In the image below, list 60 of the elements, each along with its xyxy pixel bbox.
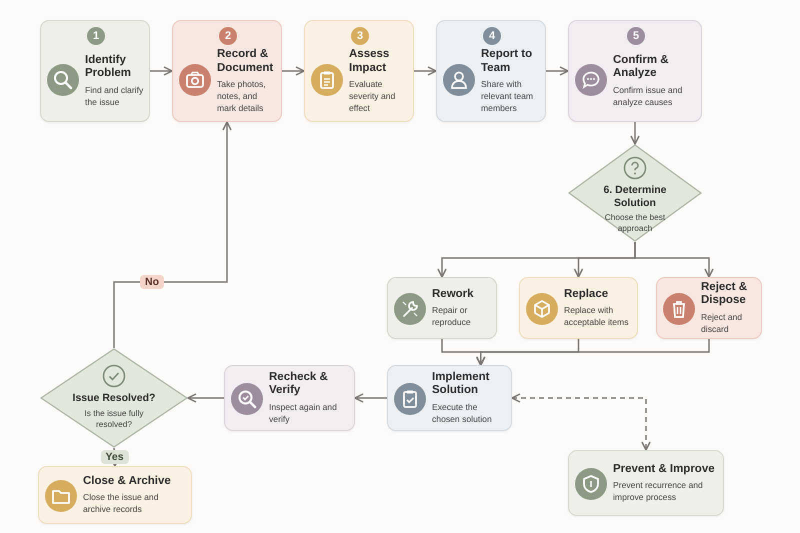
step-title: Record & Document [217,48,274,76]
arrow [113,121,232,348]
step-title: Replace [564,288,610,302]
step-description: Choose the best approach [604,212,666,235]
step-title: Assess Impact [349,48,390,76]
step-description: Take photos, notes, and mark details [217,79,267,114]
decision-diamond [568,144,702,242]
process-box [304,20,414,122]
step-description: Is the issue fully resolved? [83,408,144,430]
process-box [436,20,546,122]
process-box [656,277,762,339]
step-title: Issue Resolved? [72,392,156,405]
arrow [630,122,640,145]
step-title: Reject & Dispose [701,280,748,308]
process-box [568,450,724,516]
edge-label: Yes [100,450,129,464]
step-description: Reject and discard [701,312,744,336]
step-number: 5 [627,27,645,45]
arrow [546,66,569,76]
process-box [172,20,282,122]
arrow [414,66,437,76]
step-title: Recheck & Verify [269,370,329,398]
process-box [519,277,638,339]
step-description: Find and clarify the issue [85,85,144,108]
step-description: Inspect again and verify [269,402,338,426]
arrow [634,242,714,278]
dashed-arrow [511,393,651,451]
step-title: 6. Determine Solution [602,184,668,210]
step-title: Rework [432,288,475,302]
step-title: Identify Problem [85,54,132,82]
step-description: Confirm issue and analyze causes [613,85,684,108]
step-title: Prevent & Improve [613,462,716,476]
step-description: Replace with acceptable items [564,305,630,328]
arrow [150,66,173,76]
arrow [476,339,710,366]
process-box [387,277,497,339]
step-number: 4 [483,27,501,45]
step-number: 3 [351,27,369,45]
edge-label: No [140,275,164,289]
step-description: Execute the chosen solution [432,402,493,426]
process-box [568,20,702,122]
process-box [38,466,192,524]
arrow [282,66,305,76]
arrow [354,393,387,403]
step-number: 2 [219,27,237,45]
process-box [387,365,512,431]
step-description: Share with relevant team members [481,79,534,114]
step-description: Repair or reproduce [432,305,472,328]
step-description: Close the issue and archive records [83,492,160,516]
step-description: Evaluate severity and effect [349,79,396,114]
step-title: Report to Team [481,48,534,76]
process-box [224,365,355,431]
step-description: Prevent recurrence and improve process [613,480,704,504]
step-number: 1 [87,27,105,45]
step-title: Implement Solution [432,370,491,398]
step-title: Close & Archive [83,474,172,488]
arrow [187,393,224,403]
decision-diamond [40,348,188,448]
process-box [40,20,150,122]
step-title: Confirm & Analyze [613,54,670,82]
